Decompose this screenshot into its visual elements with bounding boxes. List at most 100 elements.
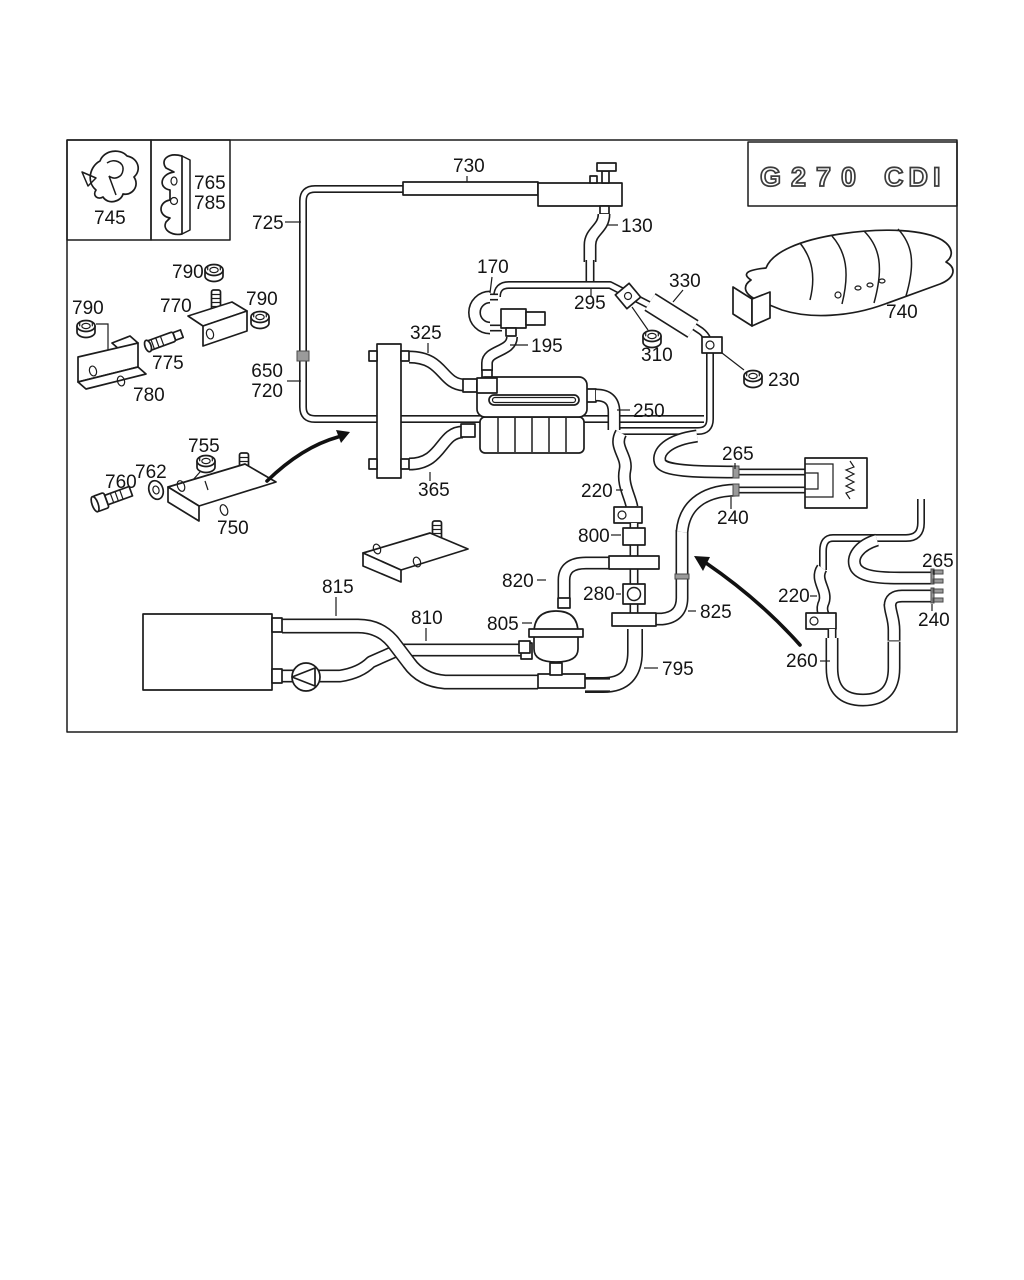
washer-762-icon [147,479,165,501]
cap [596,162,617,172]
part-label-820: 820 [502,571,534,592]
clip-745-icon [81,150,140,203]
elbow-240-right [885,591,933,607]
heater-core-mid [732,457,868,509]
pipe-810 [282,645,521,681]
part-label-295: 295 [574,293,606,314]
part-label-740: 740 [886,302,918,323]
part-label-250: 250 [633,401,665,422]
bracket-mid [362,520,469,583]
part-label-780: 780 [133,385,165,406]
part-label-790-left: 790 [72,298,104,319]
part-label-325: 325 [410,323,442,344]
part-label-365: 365 [418,480,450,501]
nut-790-icon [76,319,96,339]
part-label-810: 810 [411,608,443,629]
part-label-240-right: 240 [918,610,950,631]
hose-265-mid [654,431,737,477]
valve-canister [537,182,623,207]
part-label-720: 720 [251,381,283,402]
nut-755-icon [196,454,216,474]
column [376,343,402,479]
part-label-760: 760 [105,472,137,493]
logo-cdi-text: CDI [884,162,946,192]
t-fitting [537,673,586,689]
part-label-762: 762 [135,462,167,483]
part-label-815: 815 [322,577,354,598]
arrow-icon [265,435,340,483]
valve-280 [622,583,646,605]
part-label-220-mid: 220 [581,481,613,502]
part-label-795: 795 [662,659,694,680]
hose-265-right [849,535,933,583]
tank-805-dome [533,610,579,634]
part-label-770: 770 [160,296,192,317]
hardware-770-780 [76,263,270,390]
part-label-240-mid: 240 [717,508,749,529]
line-sleeve [296,350,310,362]
nut-790-icon [250,310,270,330]
part-label-170: 170 [477,257,509,278]
line-clamp [614,282,642,310]
part-label-730: 730 [453,156,485,177]
clip-765-785-icon [160,154,191,236]
hose-260 [827,638,899,705]
resistor-zigzag [844,460,856,500]
part-label-790-right: 790 [246,289,278,310]
part-label-805: 805 [487,614,519,635]
part-label-790-top: 790 [172,262,204,283]
hose-joint [674,573,690,580]
hose-820 [559,558,609,599]
logo-g270-text: G270 [760,162,866,192]
part-label-330: 330 [669,271,701,292]
part-label-745: 745 [94,208,126,229]
part-label-775: 775 [152,353,184,374]
part-label-195: 195 [531,336,563,357]
part-label-260: 260 [786,651,818,672]
leader-lines [285,176,935,669]
hardware-750 [90,452,277,522]
arrow-icon [704,561,802,647]
pipe-815 [282,620,538,688]
part-label-130: 130 [621,216,653,237]
part-label-765: 765 [194,173,226,194]
part-label-725: 725 [252,213,284,234]
model-logo: G270 CDI [759,161,946,193]
nut-230-icon [743,369,763,389]
hose-220-mid [613,430,637,509]
nut-790-icon [204,263,224,283]
stud-775-icon [143,329,185,353]
engine-cover-740 [732,228,954,327]
connector-800 [622,527,646,546]
engine-block [460,376,597,454]
vacuum-line-loop [296,185,704,423]
aux-heater-unit [142,610,610,692]
t-fitting [608,555,660,570]
vent-line-730-unit [402,162,623,215]
part-label-280: 280 [583,584,615,605]
bottom-right-hose-set [805,499,944,707]
t-fitting [611,612,657,627]
part-label-825: 825 [700,602,732,623]
line-730 [402,181,539,196]
inset-box-clip-765 [150,139,231,241]
hose-825 [655,530,687,624]
damper-330-and-down-line [614,282,745,435]
aux-heater-box [142,613,273,691]
part-label-265-mid: 265 [722,444,754,465]
part-label-750: 750 [217,518,249,539]
part-label-650: 650 [251,361,283,382]
valve-body [500,308,527,329]
mid-connector-chain [557,429,737,693]
part-label-230: 230 [768,370,800,391]
line-clamp [701,336,723,354]
elbow-240-mid [677,485,737,533]
end-fitting [930,587,944,604]
part-label-310: 310 [641,345,673,366]
logo-box [747,141,958,207]
part-label-265-right: 265 [922,551,954,572]
part-label-800: 800 [578,526,610,547]
part-label-755: 755 [188,436,220,457]
part-label-220-right: 220 [778,586,810,607]
